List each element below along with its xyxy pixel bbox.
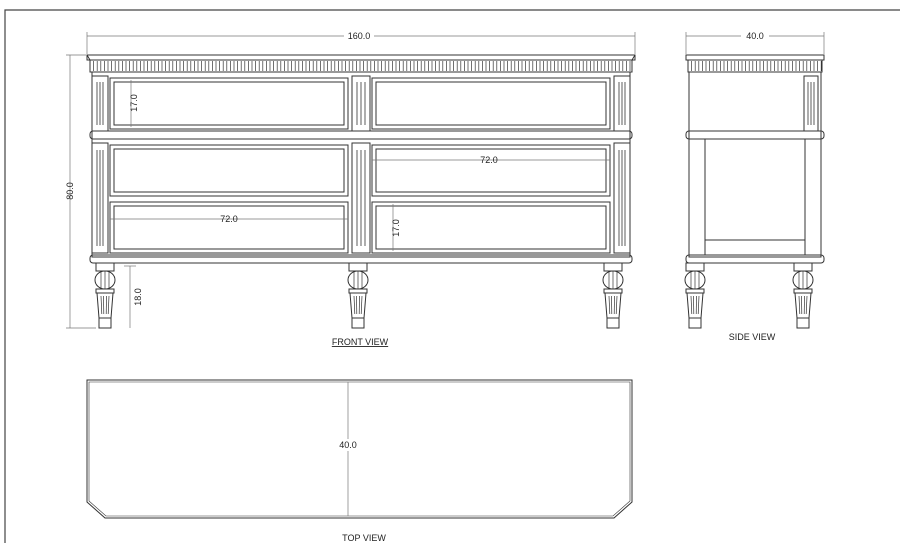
dim-drawer-width-right: 72.0 [480, 155, 498, 165]
side-view-caption: SIDE VIEW [729, 332, 776, 342]
drawer-top-right [371, 77, 611, 130]
dim-overall-height: 80.0 [65, 182, 75, 200]
front-view-caption: FRONT VIEW [332, 337, 389, 347]
dim-top-depth: 40.0 [339, 440, 357, 450]
front-legs [94, 262, 624, 329]
front-dimension-labels: 160.0 80.0 17.0 72.0 72.0 17.0 18.0 [65, 30, 498, 306]
drawer-bottom-left [109, 201, 349, 254]
top-view-caption: TOP VIEW [342, 533, 386, 543]
dim-drawer-height-bottom: 17.0 [391, 219, 401, 237]
drawer-top-left [109, 77, 349, 130]
dim-leg-height: 18.0 [133, 288, 143, 306]
drawer-bottom-right [371, 201, 611, 254]
dim-drawer-width-left: 72.0 [220, 214, 238, 224]
drawer-mid-left [109, 144, 349, 197]
front-view [86, 54, 636, 329]
sheet-border [4, 9, 900, 543]
side-view [684, 54, 825, 329]
front-dimensions [66, 32, 636, 329]
dim-side-depth: 40.0 [746, 31, 764, 41]
top-view [86, 379, 633, 519]
dim-overall-width: 160.0 [348, 31, 371, 41]
dim-drawer-height-top: 17.0 [129, 94, 139, 112]
front-dentil-band [93, 61, 631, 71]
side-dentil-band [691, 61, 822, 71]
drawer-mid-right [371, 144, 611, 197]
side-legs [684, 262, 814, 329]
